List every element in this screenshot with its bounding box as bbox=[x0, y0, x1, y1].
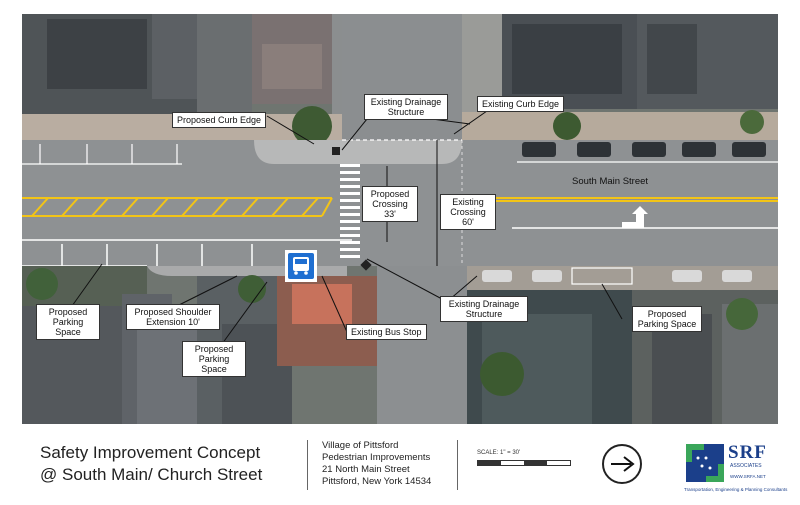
callout-proposed-curb-edge: Proposed Curb Edge bbox=[172, 112, 267, 128]
srf-logo: SRF ASSOCIATES WWW.SRFA.NET Transportati… bbox=[684, 438, 787, 496]
scale-graphic bbox=[477, 460, 571, 466]
logo-tagline: Transportation, Engineering & Planning C… bbox=[684, 487, 788, 492]
callout-proposed-shoulder-extension: Proposed Shoulder Extension 10' bbox=[126, 304, 220, 330]
callout-existing-drainage-top: Existing Drainage Structure bbox=[364, 94, 448, 120]
callout-existing-crossing: Existing Crossing 60' bbox=[440, 194, 496, 230]
callout-existing-curb-edge: Existing Curb Edge bbox=[477, 96, 565, 112]
title-line2: @ South Main/ Church Street bbox=[40, 465, 263, 484]
aerial-map: Proposed Curb Edge Existing Drainage Str… bbox=[22, 14, 778, 424]
logo-name: SRF bbox=[728, 442, 767, 463]
street-label-south-main: South Main Street bbox=[572, 176, 649, 187]
logo-subtitle: ASSOCIATES bbox=[730, 463, 762, 469]
project-info: Village of Pittsford Pedestrian Improvem… bbox=[322, 440, 431, 488]
project-line2: Pedestrian Improvements bbox=[322, 452, 431, 463]
project-line1: Village of Pittsford bbox=[322, 440, 399, 451]
title-block: Safety Improvement Concept @ South Main/… bbox=[22, 428, 787, 500]
project-line4: Pittsford, New York 14534 bbox=[322, 476, 432, 487]
callout-proposed-parking-middle: Proposed Parking Space bbox=[182, 341, 246, 377]
callout-proposed-parking-right: Proposed Parking Space bbox=[632, 306, 702, 332]
scale-bar: SCALE: 1" = 30' bbox=[477, 450, 577, 480]
title: Safety Improvement Concept @ South Main/… bbox=[40, 442, 262, 486]
title-line1: Safety Improvement Concept bbox=[40, 443, 261, 462]
logo-web: WWW.SRFA.NET bbox=[730, 474, 766, 479]
scale-label: SCALE: 1" = 30' bbox=[477, 450, 521, 456]
callout-proposed-parking-left: Proposed Parking Space bbox=[36, 304, 100, 340]
callout-proposed-crossing: Proposed Crossing 33' bbox=[362, 186, 418, 222]
north-arrow-icon bbox=[602, 444, 642, 484]
divider bbox=[307, 440, 308, 490]
callout-existing-bus-stop: Existing Bus Stop bbox=[346, 324, 427, 340]
divider bbox=[457, 440, 458, 490]
logo-mark-icon bbox=[686, 444, 724, 482]
project-line3: 21 North Main Street bbox=[322, 464, 410, 475]
callout-existing-drainage-bottom: Existing Drainage Structure bbox=[440, 296, 528, 322]
